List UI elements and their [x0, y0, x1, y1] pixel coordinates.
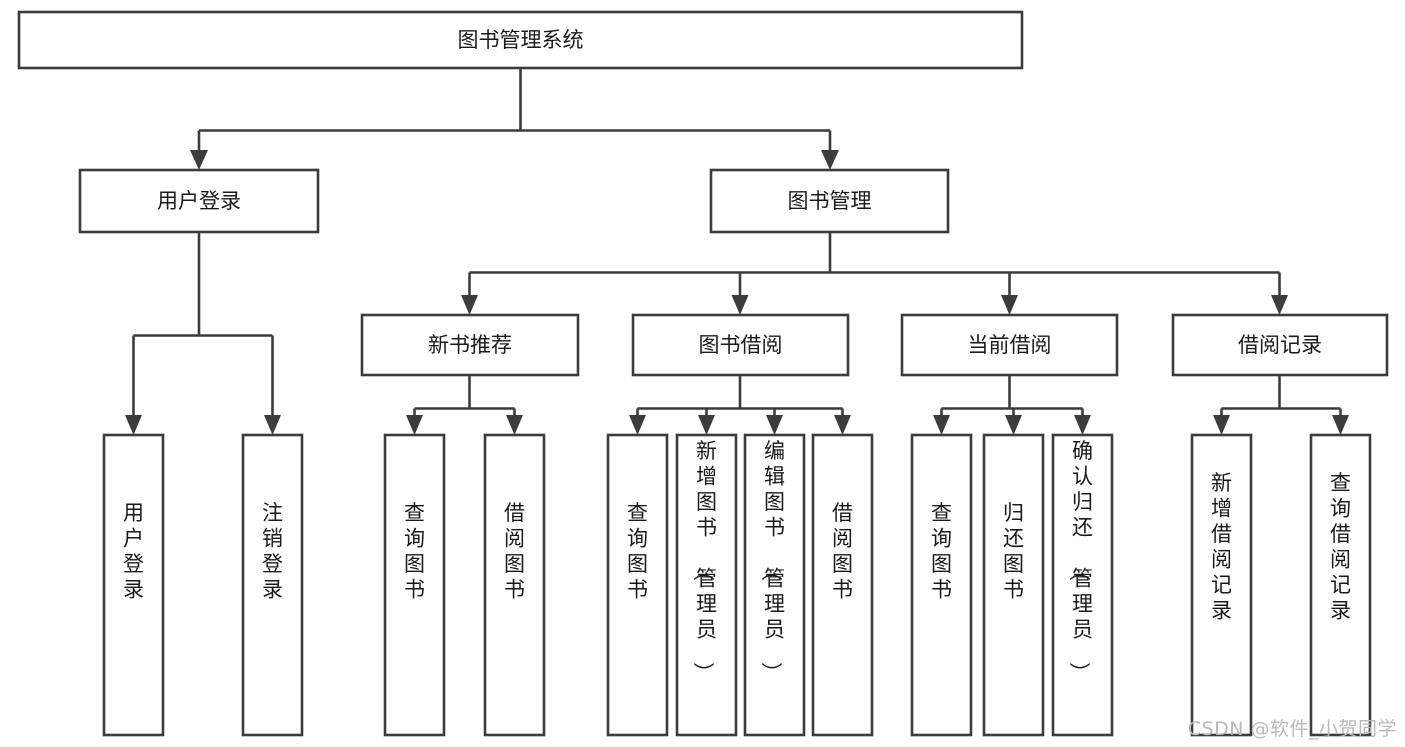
arrowhead-leaf-logout-login — [264, 415, 281, 435]
csdn-watermark: CSDN @软件_小贺同学 — [1187, 718, 1397, 740]
arrowhead-leaf-add-borrow-record — [1213, 415, 1230, 435]
node-borrow-record[interactable]: 借阅记录 — [1171, 313, 1389, 377]
arrowhead-leaf-user-login — [125, 415, 142, 435]
node-borrow-record-label: 借阅记录 — [1238, 333, 1322, 357]
node-leaf-return-book[interactable]: 归还图书 — [982, 433, 1045, 737]
arrowhead-leaf-borrow-book-1 — [506, 415, 523, 435]
node-current-borrow-box[interactable] — [900, 313, 1119, 377]
node-leaf-confirm-return[interactable]: 确认归还（管理员） — [1051, 433, 1114, 737]
node-leaf-query-book-3-label: 查询图书 — [931, 501, 952, 602]
node-leaf-borrow-book-2[interactable]: 借阅图书 — [811, 433, 874, 737]
node-current-borrow-label: 当前借阅 — [968, 333, 1052, 357]
arrowhead-leaf-confirm-return — [1074, 415, 1091, 435]
node-leaf-confirm-return-label: 确认归还（管理员） — [1067, 439, 1093, 683]
node-leaf-query-book-3[interactable]: 查询图书 — [910, 433, 973, 737]
arrowhead-book-management — [821, 150, 839, 170]
node-user-login-label: 用户登录 — [157, 189, 241, 213]
node-root[interactable]: 图书管理系统 — [17, 10, 1024, 70]
node-leaf-borrow-book-1-label: 借阅图书 — [504, 501, 525, 602]
node-user-login-box[interactable] — [78, 168, 320, 234]
node-leaf-add-book-label: 新增图书（管理员） — [691, 439, 717, 683]
node-leaf-borrow-book-2-box[interactable] — [811, 433, 874, 737]
node-leaf-add-borrow-record-box[interactable] — [1190, 433, 1253, 737]
arrowhead-leaf-query-borrow-record — [1332, 415, 1349, 435]
arrowhead-new-book-recommend — [461, 295, 478, 315]
node-leaf-query-book-1[interactable]: 查询图书 — [383, 433, 446, 737]
node-leaf-edit-book-box[interactable] — [743, 433, 806, 737]
node-leaf-query-borrow-record-label: 查询借阅记录 — [1330, 471, 1351, 623]
node-book-management-label: 图书管理 — [788, 189, 872, 213]
node-leaf-add-book-box[interactable] — [675, 433, 738, 737]
node-leaf-borrow-book-2-label: 借阅图书 — [832, 501, 853, 602]
node-new-book-recommend[interactable]: 新书推荐 — [360, 313, 580, 377]
node-leaf-user-login-label: 用户登录 — [123, 501, 144, 602]
node-leaf-query-book-2-box[interactable] — [606, 433, 669, 737]
node-leaf-confirm-return-box[interactable] — [1051, 433, 1114, 737]
arrowhead-leaf-borrow-book-2 — [834, 415, 851, 435]
node-root-label: 图书管理系统 — [458, 28, 584, 52]
arrowhead-user-login — [190, 150, 208, 170]
node-user-login[interactable]: 用户登录 — [78, 168, 320, 234]
leaf-nodes-group: 用户登录 注销登录 查询图书 借阅图书 查询图书 新增图书（管理员） 编辑图书（… — [102, 433, 1372, 737]
node-leaf-query-book-2[interactable]: 查询图书 — [606, 433, 669, 737]
node-root-box[interactable] — [17, 10, 1024, 70]
arrowhead-leaf-query-book-2 — [629, 415, 646, 435]
node-leaf-query-book-2-label: 查询图书 — [627, 501, 648, 602]
node-book-borrow-label: 图书借阅 — [699, 333, 783, 357]
node-leaf-query-borrow-record-box[interactable] — [1309, 433, 1372, 737]
node-new-book-recommend-box[interactable] — [360, 313, 580, 377]
arrowhead-borrow-record — [1271, 295, 1288, 315]
node-leaf-add-book[interactable]: 新增图书（管理员） — [675, 433, 738, 737]
node-leaf-query-borrow-record[interactable]: 查询借阅记录 — [1309, 433, 1372, 737]
node-borrow-record-box[interactable] — [1171, 313, 1389, 377]
arrowhead-leaf-add-book — [698, 415, 715, 435]
arrowhead-book-borrow — [731, 295, 749, 315]
node-book-management[interactable]: 图书管理 — [709, 168, 950, 234]
node-leaf-logout-login-label: 注销登录 — [262, 501, 283, 602]
node-leaf-query-book-1-box[interactable] — [383, 433, 446, 737]
node-book-borrow-box[interactable] — [631, 313, 850, 377]
node-book-borrow[interactable]: 图书借阅 — [631, 313, 850, 377]
node-current-borrow[interactable]: 当前借阅 — [900, 313, 1119, 377]
node-leaf-add-borrow-record[interactable]: 新增借阅记录 — [1190, 433, 1253, 737]
node-leaf-borrow-book-1-box[interactable] — [483, 433, 546, 737]
node-leaf-return-book-label: 归还图书 — [1003, 501, 1024, 602]
arrowhead-leaf-query-book-3 — [933, 415, 950, 435]
node-leaf-query-book-1-label: 查询图书 — [404, 501, 425, 602]
node-leaf-user-login[interactable]: 用户登录 — [102, 433, 165, 737]
node-leaf-edit-book[interactable]: 编辑图书（管理员） — [743, 433, 806, 737]
node-leaf-borrow-book-1[interactable]: 借阅图书 — [483, 433, 546, 737]
node-leaf-logout-login-box[interactable] — [241, 433, 304, 737]
node-leaf-return-book-box[interactable] — [982, 433, 1045, 737]
node-leaf-user-login-box[interactable] — [102, 433, 165, 737]
arrowhead-leaf-edit-book — [766, 415, 783, 435]
node-book-management-box[interactable] — [709, 168, 950, 234]
arrowhead-leaf-query-book-1 — [406, 415, 423, 435]
node-leaf-add-borrow-record-label: 新增借阅记录 — [1211, 471, 1232, 623]
node-leaf-edit-book-label: 编辑图书（管理员） — [759, 439, 785, 683]
node-new-book-recommend-label: 新书推荐 — [428, 333, 512, 357]
arrowhead-leaf-return-book — [1005, 415, 1022, 435]
arrowhead-current-borrow — [1001, 295, 1018, 315]
node-leaf-logout-login[interactable]: 注销登录 — [241, 433, 304, 737]
node-leaf-query-book-3-box[interactable] — [910, 433, 973, 737]
edges-group — [125, 68, 1349, 435]
